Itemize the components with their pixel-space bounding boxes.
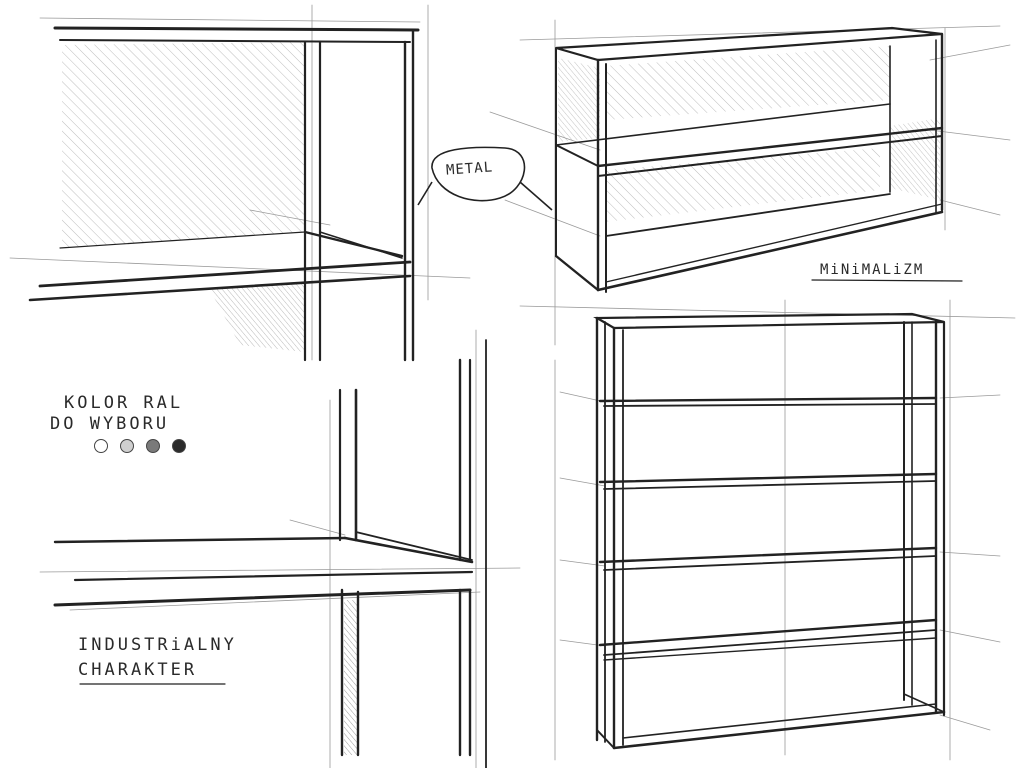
metal-label: METAL (445, 159, 494, 179)
industrial-detail-sketch (39, 329, 521, 768)
ral-color-swatches (94, 437, 194, 457)
kolor-ral-label: KOLOR RAL (64, 393, 184, 413)
swatch-black (172, 439, 186, 453)
metal-callout (417, 146, 553, 211)
industrialny-label: INDUSTRiALNY (78, 635, 237, 655)
corner-detail-sketch (9, 4, 471, 362)
swatch-dark-grey (146, 439, 160, 453)
swatch-white (94, 439, 108, 453)
do-wyboru-label: DO WYBORU (50, 414, 170, 434)
charakter-label: CHARAKTER (78, 660, 198, 680)
minimalizm-label: MiNiMALiZM (820, 262, 925, 278)
low-shelf-sketch (489, 19, 1011, 346)
tall-bookshelf-sketch (519, 299, 1016, 761)
swatch-light-grey (120, 439, 134, 453)
shelf-boards (596, 396, 946, 750)
